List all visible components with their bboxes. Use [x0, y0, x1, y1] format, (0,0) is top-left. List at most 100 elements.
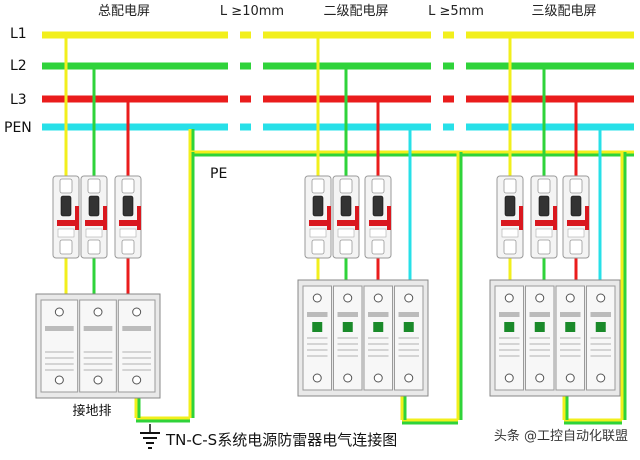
- bus-label-l2: L2: [10, 58, 27, 74]
- tertiary-panel-spd-module-2-top-screw: [535, 293, 545, 303]
- main-panel-breaker-2-brand-strip: [85, 220, 103, 226]
- tertiary-panel-breaker-1-toggle: [504, 195, 516, 217]
- secondary-panel-spd-module-2-status-window: [342, 322, 353, 332]
- secondary-panel-breaker-1-bottom-terminal: [311, 239, 325, 255]
- main-panel-breaker-3-toggle: [122, 195, 134, 217]
- secondary-panel-spd-module-1-top-screw: [312, 293, 322, 303]
- main-panel-breaker-2: [80, 175, 108, 259]
- secondary-panel-breaker-3-bottom-terminal: [371, 239, 385, 255]
- tertiary-panel-spd-module-4: [586, 285, 616, 391]
- secondary-panel-breaker-1: [304, 175, 332, 259]
- bus-label-l1: L1: [10, 26, 27, 42]
- secondary-panel-spd-module-1-label-strip: [307, 312, 328, 317]
- secondary-panel-breaker-3-brand-strip: [369, 220, 387, 226]
- tertiary-panel-breaker-2-rating: [535, 228, 553, 238]
- tertiary-panel-breaker-3-toggle: [570, 195, 582, 217]
- watermark: 头条 @工控自动化联盟: [494, 428, 628, 444]
- tertiary-panel-breaker-3-rating: [567, 228, 585, 238]
- main-panel-breaker-2-side-clip: [103, 206, 107, 230]
- main-panel-breaker-1-toggle: [60, 195, 72, 217]
- tertiary-panel-breaker-2-bottom-terminal: [537, 239, 551, 255]
- secondary-panel-spd-module-1-bottom-screw: [312, 373, 322, 383]
- tertiary-panel-breaker-2-toggle: [538, 195, 550, 217]
- secondary-panel-spd-module-3-top-screw: [373, 293, 383, 303]
- tertiary-panel-breaker-2-top-terminal: [537, 178, 551, 194]
- main-panel-title: 总配电屏: [98, 4, 150, 19]
- tertiary-panel-breaker-3-top-terminal: [569, 178, 583, 194]
- secondary-panel-spd-module-2-label-strip: [337, 312, 358, 317]
- main-panel-spd-module-2-label-strip: [83, 326, 113, 331]
- secondary-panel-spd-module-4-status-window: [403, 322, 414, 332]
- secondary-panel-spd-module-2-top-screw: [343, 293, 353, 303]
- secondary-panel-spd-module-2: [333, 285, 363, 391]
- main-panel-spd-module-1-bottom-screw: [54, 375, 64, 385]
- main-panel-breaker-2-toggle: [88, 195, 100, 217]
- secondary-panel-breaker-3-rating: [369, 228, 387, 238]
- pe-bus: [134, 129, 634, 425]
- tertiary-panel-breaker-1-bottom-terminal: [503, 239, 517, 255]
- main-panel-breaker-3-side-clip: [137, 206, 141, 230]
- tertiary-panel-breaker-3-brand-strip: [567, 220, 585, 226]
- tertiary-panel-spd-module-4-top-screw: [596, 293, 606, 303]
- main-panel-breaker-1: [52, 175, 80, 259]
- secondary-panel-breaker-3-toggle: [372, 195, 384, 217]
- ground-bar-label: 接地排: [72, 403, 111, 419]
- secondary-panel-spd-module-4: [394, 285, 424, 391]
- secondary-panel-spd-module-2-bottom-screw: [343, 373, 353, 383]
- secondary-panel-breaker-1-brand-strip: [309, 220, 327, 226]
- secondary-panel-breaker-2-bottom-terminal: [339, 239, 353, 255]
- secondary-panel-spd-module-3-label-strip: [368, 312, 389, 317]
- main-panel-breaker-1-side-clip: [75, 206, 79, 230]
- tertiary-panel-spd-module-1-label-strip: [499, 312, 520, 317]
- distance-label-1: L ≥10mm: [220, 4, 284, 19]
- main-panel-breaker-2-rating: [85, 228, 103, 238]
- pe-label: PE: [210, 166, 227, 182]
- secondary-panel-breaker-3-side-clip: [387, 206, 391, 230]
- tertiary-panel-spd-module-4-bottom-screw: [596, 373, 606, 383]
- tertiary-panel-breaker-1-rating: [501, 228, 519, 238]
- bus-label-l3: L3: [10, 92, 27, 108]
- tertiary-panel-breaker-1-brand-strip: [501, 220, 519, 226]
- secondary-panel-spd-module-4-top-screw: [404, 293, 414, 303]
- main-panel-spd-module-2: [79, 299, 117, 393]
- main-panel-breaker-2-top-terminal: [87, 178, 101, 194]
- tertiary-panel-breaker-1-top-terminal: [503, 178, 517, 194]
- tertiary-panel-breaker-2-side-clip: [553, 206, 557, 230]
- main-panel-spd-module-3-label-strip: [122, 326, 151, 331]
- tertiary-panel-spd-module-3-top-screw: [565, 293, 575, 303]
- tertiary-panel-spd-module-2: [525, 285, 555, 391]
- main-panel-breaker-1-rating: [57, 228, 75, 238]
- tertiary-panel-breaker-1: [496, 175, 524, 259]
- tertiary-panel-spd-module-1-status-window: [504, 322, 515, 332]
- tertiary-panel-breaker-3: [562, 175, 590, 259]
- main-panel-breaker-3-bottom-terminal: [121, 239, 135, 255]
- secondary-panel-breaker-3-top-terminal: [371, 178, 385, 194]
- secondary-panel-breaker-1-top-terminal: [311, 178, 325, 194]
- secondary-panel-breaker-2-top-terminal: [339, 178, 353, 194]
- secondary-panel-breaker-2-brand-strip: [337, 220, 355, 226]
- secondary-panel-spd-module-1-status-window: [312, 322, 323, 332]
- tertiary-panel-spd-module-2-status-window: [534, 322, 545, 332]
- main-panel-breaker-3-brand-strip: [119, 220, 137, 226]
- main-panel-breaker-1-brand-strip: [57, 220, 75, 226]
- secondary-panel-breaker-2-toggle: [340, 195, 352, 217]
- main-panel-breaker-1-bottom-terminal: [59, 239, 73, 255]
- main-panel-spd-module-3-top-screw: [132, 307, 142, 317]
- tertiary-panel-breaker-2-brand-strip: [535, 220, 553, 226]
- tertiary-panel-breaker-2: [530, 175, 558, 259]
- tertiary-panel-spd-module-2-bottom-screw: [535, 373, 545, 383]
- main-panel-spd-module-3: [117, 299, 156, 393]
- secondary-panel-spd-module-3: [363, 285, 393, 391]
- tertiary-panel-spd-module-3: [555, 285, 585, 391]
- secondary-panel-spd-module-1: [302, 285, 332, 391]
- tertiary-panel-spd-module-4-label-strip: [590, 312, 611, 317]
- main-panel-spd-module-1-top-screw: [54, 307, 64, 317]
- secondary-panel-breaker-1-toggle: [312, 195, 324, 217]
- main-panel-breaker-1-top-terminal: [59, 178, 73, 194]
- tertiary-panel-spd-module-3-status-window: [565, 322, 576, 332]
- tertiary-panel-title: 三级配电屏: [531, 4, 596, 19]
- tertiary-panel-spd-module-1-top-screw: [504, 293, 514, 303]
- earth-ground-icon: [140, 424, 160, 449]
- main-panel-breaker-3-top-terminal: [121, 178, 135, 194]
- tertiary-panel-spd-module-2-label-strip: [529, 312, 550, 317]
